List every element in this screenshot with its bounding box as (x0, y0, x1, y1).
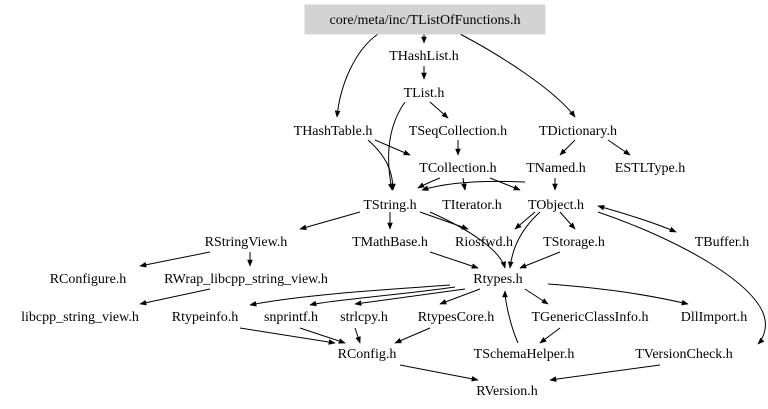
node-tschemahelper[interactable]: TSchemaHelper.h (474, 347, 575, 362)
node-rtypeinfo[interactable]: Rtypeinfo.h (172, 310, 239, 325)
edge-tcollection-tstring (417, 177, 441, 189)
edge-tmathbase-rtypes (429, 251, 479, 269)
edge-thashtable-tcollection (374, 139, 411, 156)
edges (139, 33, 766, 382)
edge-tdictionary-tnamed (559, 139, 576, 156)
edge-thashtable-tstring (367, 139, 396, 191)
edge-snprintf-rconfig (299, 327, 346, 344)
node-tgenericclassinfo[interactable]: TGenericClassInfo.h (531, 310, 648, 325)
edge-strlcpy-rconfig (354, 327, 361, 344)
edge-rwrap-libcpp (139, 288, 211, 306)
node-rconfigure[interactable]: RConfigure.h (50, 272, 127, 287)
node-snprintf[interactable]: snprintf.h (264, 310, 318, 325)
edge-tversioncheck-rversion (549, 364, 661, 382)
edge-rtypes-snprintf (309, 286, 456, 307)
edge-tcollection-tobject (489, 177, 521, 191)
node-rconfig[interactable]: RConfig.h (338, 347, 397, 362)
node-titerator[interactable]: TIterator.h (442, 198, 501, 213)
node-tstorage[interactable]: TStorage.h (543, 235, 605, 250)
node-tseqcollection[interactable]: TSeqCollection.h (409, 124, 507, 139)
node-rstringview[interactable]: RStringView.h (205, 235, 288, 250)
edge-tstring-rtypes (429, 211, 507, 269)
node-root[interactable]: core/meta/inc/TListOfFunctions.h (304, 4, 546, 35)
edge-rtypes-rtypeinfo (249, 284, 451, 307)
edge-tcollection-titerator (461, 177, 467, 191)
node-tnamed[interactable]: TNamed.h (526, 161, 585, 176)
edge-rstringview-rconfigure (139, 251, 211, 268)
root-node-label: core/meta/inc/TListOfFunctions.h (330, 13, 521, 28)
node-tcollection[interactable]: TCollection.h (419, 161, 496, 176)
edge-rtypes-dllimport (547, 283, 689, 306)
edge-rconfig-rversion (399, 364, 479, 382)
edge-tobject-tversioncheck (597, 211, 766, 345)
node-tmathbase[interactable]: TMathBase.h (352, 235, 428, 250)
edge-tstorage-rtypes (519, 251, 561, 269)
node-rtypescore[interactable]: RtypesCore.h (418, 310, 495, 325)
node-tversioncheck[interactable]: TVersionCheck.h (635, 347, 733, 362)
edge-root-thashtable (334, 33, 379, 118)
edge-tlist-tstring (388, 101, 406, 191)
edge-root-tdictionary (459, 33, 576, 118)
node-thashlist[interactable]: THashList.h (389, 49, 459, 64)
edge-tobject-riosfwd (514, 211, 536, 230)
node-strlcpy[interactable]: strlcpy.h (340, 310, 388, 325)
edge-rtypes-strlcpy (354, 288, 466, 306)
edge-tobject-tbuffer (597, 205, 677, 233)
root-node-box (304, 4, 546, 35)
edge-tstring-rstringview (299, 211, 361, 230)
node-tbuffer[interactable]: TBuffer.h (695, 235, 750, 250)
node-rtypes[interactable]: Rtypes.h (473, 272, 522, 287)
edge-tstring-riosfwd (419, 211, 469, 230)
edge-tgenericclassinfo-tschemahelper (539, 327, 561, 344)
edge-rtypeinfo-rconfig (239, 327, 336, 345)
node-estltype[interactable]: ESTLType.h (615, 161, 685, 176)
node-riosfwd[interactable]: Riosfwd.h (455, 235, 513, 250)
node-tdictionary[interactable]: TDictionary.h (539, 124, 617, 139)
edge-rtypes-tgenericclassinfo (524, 288, 549, 305)
nodes: core/meta/inc/TListOfFunctions.h THashLi… (21, 4, 750, 399)
node-dllimport[interactable]: DllImport.h (681, 310, 748, 325)
edge-rtypescore-rconfig (394, 327, 431, 344)
node-rversion[interactable]: RVersion.h (476, 384, 538, 399)
node-tobject[interactable]: TObject.h (528, 198, 584, 213)
node-tlist[interactable]: TList.h (404, 86, 445, 101)
edge-tnamed-tstring (421, 180, 526, 191)
node-tstring[interactable]: TString.h (363, 198, 416, 213)
node-rwrap[interactable]: RWrap_libcpp_string_view.h (164, 272, 328, 287)
node-thashtable[interactable]: THashTable.h (294, 124, 373, 139)
edge-tschemahelper-rtypes (502, 290, 519, 344)
edge-tlist-tseqcollection (429, 101, 449, 119)
edge-rtypes-rtypescore (439, 288, 481, 305)
edge-tobject-tstorage (559, 211, 576, 230)
node-libcpp[interactable]: libcpp_string_view.h (21, 310, 139, 325)
edge-tdictionary-estltype (607, 139, 631, 156)
edge-tobject-rtypes (507, 211, 541, 269)
